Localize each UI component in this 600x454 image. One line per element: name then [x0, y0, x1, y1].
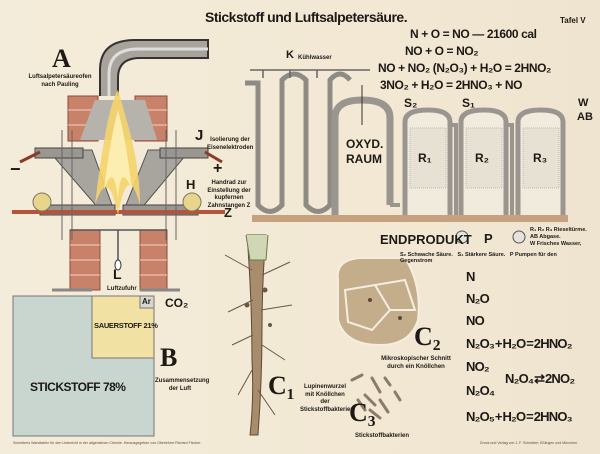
- legend-exhaust: AB Abgase.: [530, 233, 561, 240]
- c2-caption: Mikroskopischer Schnitt durch ein Knöllc…: [381, 356, 451, 370]
- lupine-root: [224, 234, 293, 436]
- pumps: [455, 230, 526, 244]
- furnace-caption: Luftsalpetersäureofen nach Pauling: [28, 74, 92, 89]
- plus-terminal: +: [213, 160, 223, 177]
- argon-area: [139, 295, 155, 309]
- furnace-caption-text: Luftsalpetersäureofen nach Pauling: [28, 74, 92, 88]
- l-caption: Luftzufuhr: [107, 286, 137, 292]
- nitrogen-label: STICKSTOFF 78%: [30, 380, 126, 394]
- formula-n2o4: N₂O₄: [466, 383, 495, 398]
- air-inlet-nozzle: [114, 259, 122, 271]
- label-s1: S₁: [462, 96, 475, 110]
- label-c3: C₃: [349, 398, 376, 427]
- formula-no: NO: [466, 313, 485, 328]
- label-c2: C₂: [414, 322, 441, 351]
- label-k: K: [286, 49, 294, 61]
- tower-r3: [515, 107, 566, 215]
- tower-label-r1: R₁: [418, 151, 432, 165]
- label-z: Z: [224, 205, 232, 220]
- nitrogen-bacteria: [350, 373, 402, 420]
- plant-legend-right: R₁ R₂ R₃ Rieseltürme. AB Abgase. W Frisc…: [530, 227, 587, 248]
- ground: [252, 215, 568, 222]
- tower-label-r3: R₃: [533, 151, 548, 165]
- root-nodule-cells: [336, 257, 420, 347]
- electric-arc-flames: [95, 90, 140, 215]
- label-b: B: [160, 343, 178, 372]
- label-p: P: [484, 231, 493, 246]
- label-h: H: [186, 177, 196, 192]
- label-l: L: [113, 266, 122, 282]
- legend-towers: R₁ R₂ R₃ Rieseltürme.: [530, 227, 587, 233]
- page-title: Stickstoff und Luftsalpetersäure.: [205, 9, 408, 25]
- air-inlet: [70, 229, 167, 260]
- air-caption: Zusammensetzung der Luft: [155, 378, 210, 392]
- minus-terminal: −: [10, 159, 21, 179]
- co2-label: CO₂: [165, 296, 189, 310]
- label-a: A: [52, 44, 71, 73]
- c1-caption: Lupinenwurzel mit Knöllchen der Sticksto…: [300, 384, 355, 413]
- c3-caption: Stickstoffbakterien: [355, 433, 410, 439]
- equation-2: NO + O = NO₂: [405, 44, 479, 58]
- footer-left: Schreibers Wandtafeln für den Unterricht…: [13, 441, 202, 445]
- legend-water: W Frisches Wasser,: [530, 240, 582, 247]
- k-caption: Kühlwasser: [298, 55, 332, 61]
- label-w: W: [578, 97, 589, 109]
- label-s2: S₂: [404, 96, 418, 110]
- formula-n: N: [466, 269, 475, 284]
- cooling-coils: [245, 69, 370, 214]
- argon-label: Ar: [142, 297, 151, 306]
- oxygen-label: SAUERSTOFF 21%: [94, 321, 158, 330]
- j-caption: Isolierung der Eisenelektroden: [207, 137, 254, 151]
- formula-n2o3: N₂O₃ + H₂O = 2HNO₂: [466, 336, 573, 351]
- equation-4: 3NO₂ + H₂O = 2HNO₃ + NO: [380, 78, 523, 92]
- label-c1: C₁: [268, 371, 295, 400]
- plant-legend-bottom: S₂ Schwache Säure. S₁ Stärkere Säure. P …: [400, 252, 559, 265]
- formula-n2o: N₂O: [466, 291, 490, 306]
- label-j: J: [195, 127, 204, 144]
- raum-label: RAUM: [346, 152, 382, 166]
- endprodukt-label: ENDPRODUKT: [380, 232, 472, 247]
- plate-number: Tafel V: [560, 16, 586, 25]
- tower-r2: [458, 107, 509, 215]
- oxyd-label: OXYD.: [346, 137, 384, 151]
- tower-r1: [402, 107, 453, 215]
- trickling-towers: [390, 107, 566, 220]
- furnace-exhaust-pipe: [99, 39, 209, 96]
- formula-equilibrium: N₂O₄ ⇄ 2NO₂: [505, 371, 575, 386]
- tower-label-r2: R₂: [475, 151, 489, 165]
- equation-1: N + O = NO — 21600 cal: [410, 27, 537, 41]
- formula-no2: NO₂: [466, 359, 490, 374]
- equation-3: NO + NO₂ (N₂O₃) + H₂O = 2HNO₂: [378, 61, 551, 75]
- footer-right: Druck und Verlag von J. F. Schreiber, Eß…: [480, 441, 578, 445]
- formula-n2o5: N₂O₅ + H₂O = 2HNO₃: [466, 409, 573, 424]
- label-ab: AB: [577, 111, 593, 123]
- h-caption: Handrad zur Einstellung der kupfernen Za…: [207, 180, 251, 209]
